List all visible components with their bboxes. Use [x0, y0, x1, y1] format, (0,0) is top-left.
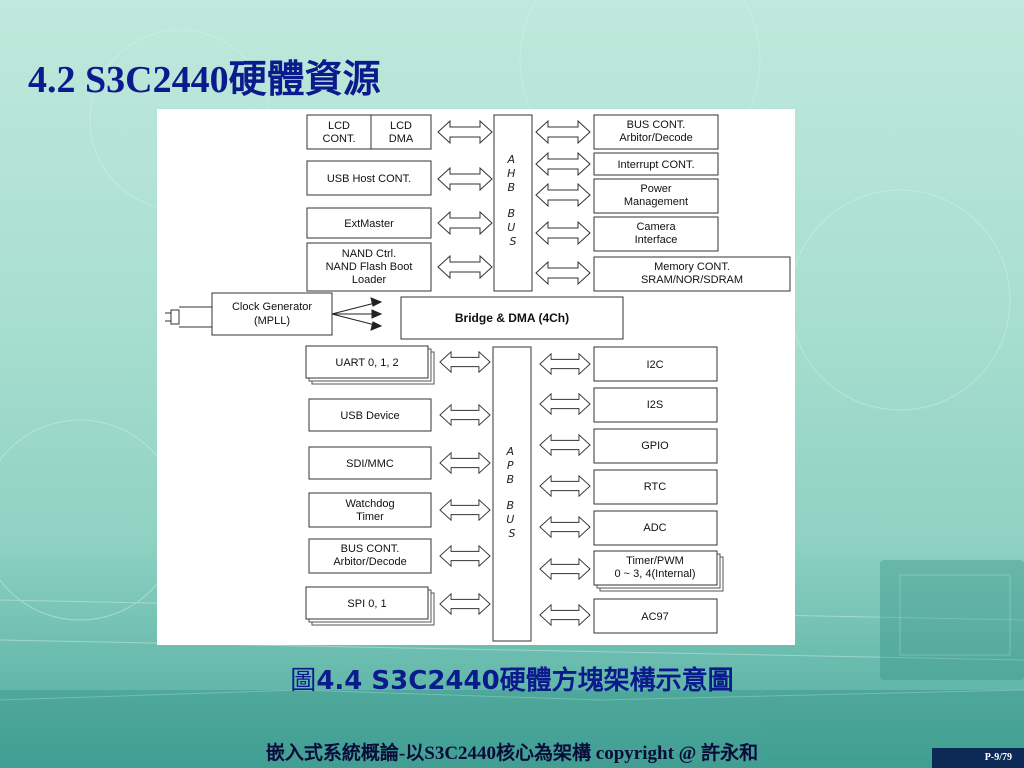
adc-label: ADC [643, 522, 666, 534]
power-management-block [593, 178, 719, 214]
ahb-bus-cont-label: BUS CONT.Arbitor/Decode [619, 119, 692, 144]
apb-bus-cont-label: BUS CONT.Arbitor/Decode [333, 543, 406, 568]
ahb-left-arrow-3 [437, 211, 493, 235]
extmaster-block [306, 207, 432, 239]
ahb-right-arrow-5 [535, 261, 591, 285]
camera-interface-block [593, 216, 719, 252]
bridge-dma-block [400, 296, 624, 340]
i2s-block [593, 387, 718, 423]
usb-host-block [306, 160, 432, 196]
ahb-right-arrow-4 [535, 221, 591, 245]
apb-bus-label: A P B B U S [505, 445, 517, 540]
ac97-label: AC97 [641, 611, 669, 623]
ahb-left-arrow-2 [437, 167, 493, 191]
i2s-label: I2S [647, 399, 664, 411]
ac97-block [593, 598, 718, 634]
interrupt-cont-label: Interrupt CONT. [617, 159, 694, 171]
sdi-mmc-block [308, 446, 432, 480]
apb-right-arrow-1 [539, 353, 591, 375]
ahb-right-arrow-3 [535, 183, 591, 207]
lcd-dma-block [370, 114, 432, 150]
ahb-bus [493, 114, 533, 292]
apb-right-arrow-7 [539, 604, 591, 626]
bridge-dma-label: Bridge & DMA (4Ch) [455, 311, 569, 325]
adc-block [593, 510, 718, 546]
sdi-mmc-label: SDI/MMC [346, 458, 394, 470]
slide-footer: 嵌入式系統概論-以S3C2440核心為架構 copyright @ 許永和 [265, 743, 759, 764]
usb-device-label: USB Device [340, 410, 399, 422]
apb-right-arrow-6 [539, 558, 591, 580]
figure-caption-prefix: 圖 [290, 666, 317, 696]
slide-title: 4.2 S3C2440硬體資源 [28, 59, 381, 101]
rtc-label: RTC [644, 481, 666, 493]
apb-right-arrow-5 [539, 516, 591, 538]
watchdog-timer-block [308, 492, 432, 528]
timer-pwm-block [593, 550, 718, 586]
nand-block [306, 242, 432, 292]
apb-left-arrow-4 [439, 499, 491, 521]
apb-bus-cont-block [308, 538, 432, 574]
apb-bus [492, 346, 532, 642]
extmaster-label: ExtMaster [344, 218, 394, 230]
apb-left-arrow-5 [439, 545, 491, 567]
page-number: P-9/79 [932, 748, 1024, 768]
ahb-bus-label: A H B B U S [506, 153, 518, 248]
uart-block [305, 345, 429, 379]
spi-label: SPI 0, 1 [347, 598, 386, 610]
interrupt-cont-block [593, 152, 719, 176]
ahb-right-arrow-1 [535, 120, 591, 144]
lcd-cont-block [306, 114, 372, 150]
memory-cont-label: Memory CONT.SRAM/NOR/SDRAM [641, 261, 743, 286]
apb-right-arrow-4 [539, 475, 591, 497]
apb-left-arrow-1 [439, 351, 491, 373]
ahb-bus-cont-block [593, 114, 719, 150]
gpio-label: GPIO [641, 440, 669, 452]
apb-left-arrow-2 [439, 404, 491, 426]
figure-caption-text: 4.4 S3C2440硬體方塊架構示意圖 [316, 666, 734, 696]
ahb-left-arrow-4 [437, 255, 493, 279]
gpio-block [593, 428, 718, 464]
figure-caption: 圖4.4 S3C2440硬體方塊架構示意圖 [0, 660, 1024, 697]
memory-cont-block [593, 256, 791, 292]
ahb-left-arrow-1 [437, 120, 493, 144]
ahb-right-arrow-2 [535, 152, 591, 176]
clock-fanout-arrows [331, 297, 383, 331]
usb-device-block [308, 398, 432, 432]
apb-right-arrow-3 [539, 434, 591, 456]
spi-block [305, 586, 429, 620]
uart-label: UART 0, 1, 2 [335, 357, 398, 369]
clock-generator-block [211, 292, 333, 336]
rtc-block [593, 469, 718, 505]
apb-right-arrow-2 [539, 393, 591, 415]
i2c-block [593, 346, 718, 382]
i2c-label: I2C [646, 359, 663, 371]
apb-left-arrow-6 [439, 593, 491, 615]
clock-connector-icon [165, 306, 212, 328]
clock-generator-label: Clock Generator(MPLL) [232, 301, 312, 327]
apb-left-arrow-3 [439, 452, 491, 474]
usb-host-label: USB Host CONT. [327, 173, 411, 185]
